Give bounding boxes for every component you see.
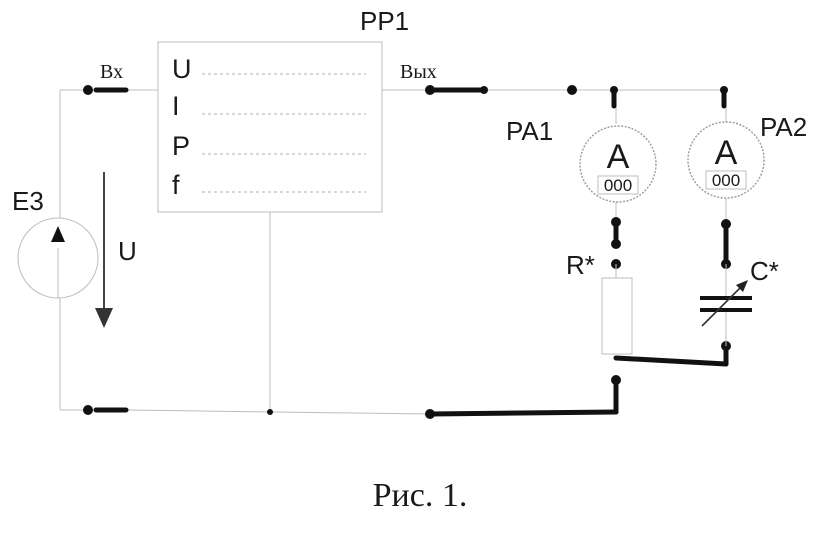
capacitor-label: C* [750,256,779,286]
output-label: Вых [400,61,437,83]
thin-wires [59,89,727,415]
resistor-label: R* [566,250,595,280]
pp1-measure-u: U [172,54,192,84]
pp1-measure-i: I [172,91,180,121]
source-arrow-icon [51,226,65,242]
input-terminal-top [83,85,93,95]
node-top-left [567,85,577,95]
bottom-node-terminal [611,375,621,385]
pa1-top-terminal [610,86,618,94]
pa2-bottom-terminal [721,219,731,229]
pp1-label: PP1 [360,6,409,36]
pa1-circle [579,125,657,203]
input-terminal-bottom [83,405,93,415]
pa2-label: PA2 [760,112,807,142]
ammeter-pa2: A 000 PA2 [687,112,807,199]
pp1-device: PP1 U I P f Вх Вых [100,6,437,213]
source-label: E3 [12,186,44,216]
input-label: Вх [100,61,123,83]
voltage-arrow: U [95,172,137,328]
pa2-circle [687,121,765,199]
capacitor-variable-arrow [701,283,745,327]
pa2-top-terminal [720,86,728,94]
capacitor-arrow-head-icon [736,280,748,292]
voltage-arrow-head-icon [95,308,113,328]
output-terminal-left [425,85,435,95]
pp1-box [157,41,383,213]
resistor-top-terminal [611,239,621,249]
pa1-reading: 000 [604,176,632,195]
output-terminal-right [480,86,488,94]
pa2-symbol: A [715,134,738,172]
resistor: R* [566,250,633,355]
pa1-symbol: A [607,138,630,176]
pp1-measure-f: f [172,170,180,200]
pa2-reading: 000 [712,171,740,190]
source-e3: E3 [12,186,99,299]
figure-caption: Рис. 1. [373,477,468,514]
resistor-body [601,277,633,355]
pa1-label: PA1 [506,116,553,146]
pa1-bottom-terminal [611,217,621,227]
node-ground [267,409,273,415]
voltage-label: U [118,236,137,266]
pp1-measure-p: P [172,131,190,161]
capacitor: C* [700,256,779,346]
ammeter-pa1: A 000 PA1 [506,116,657,203]
node-bottom [425,409,435,419]
